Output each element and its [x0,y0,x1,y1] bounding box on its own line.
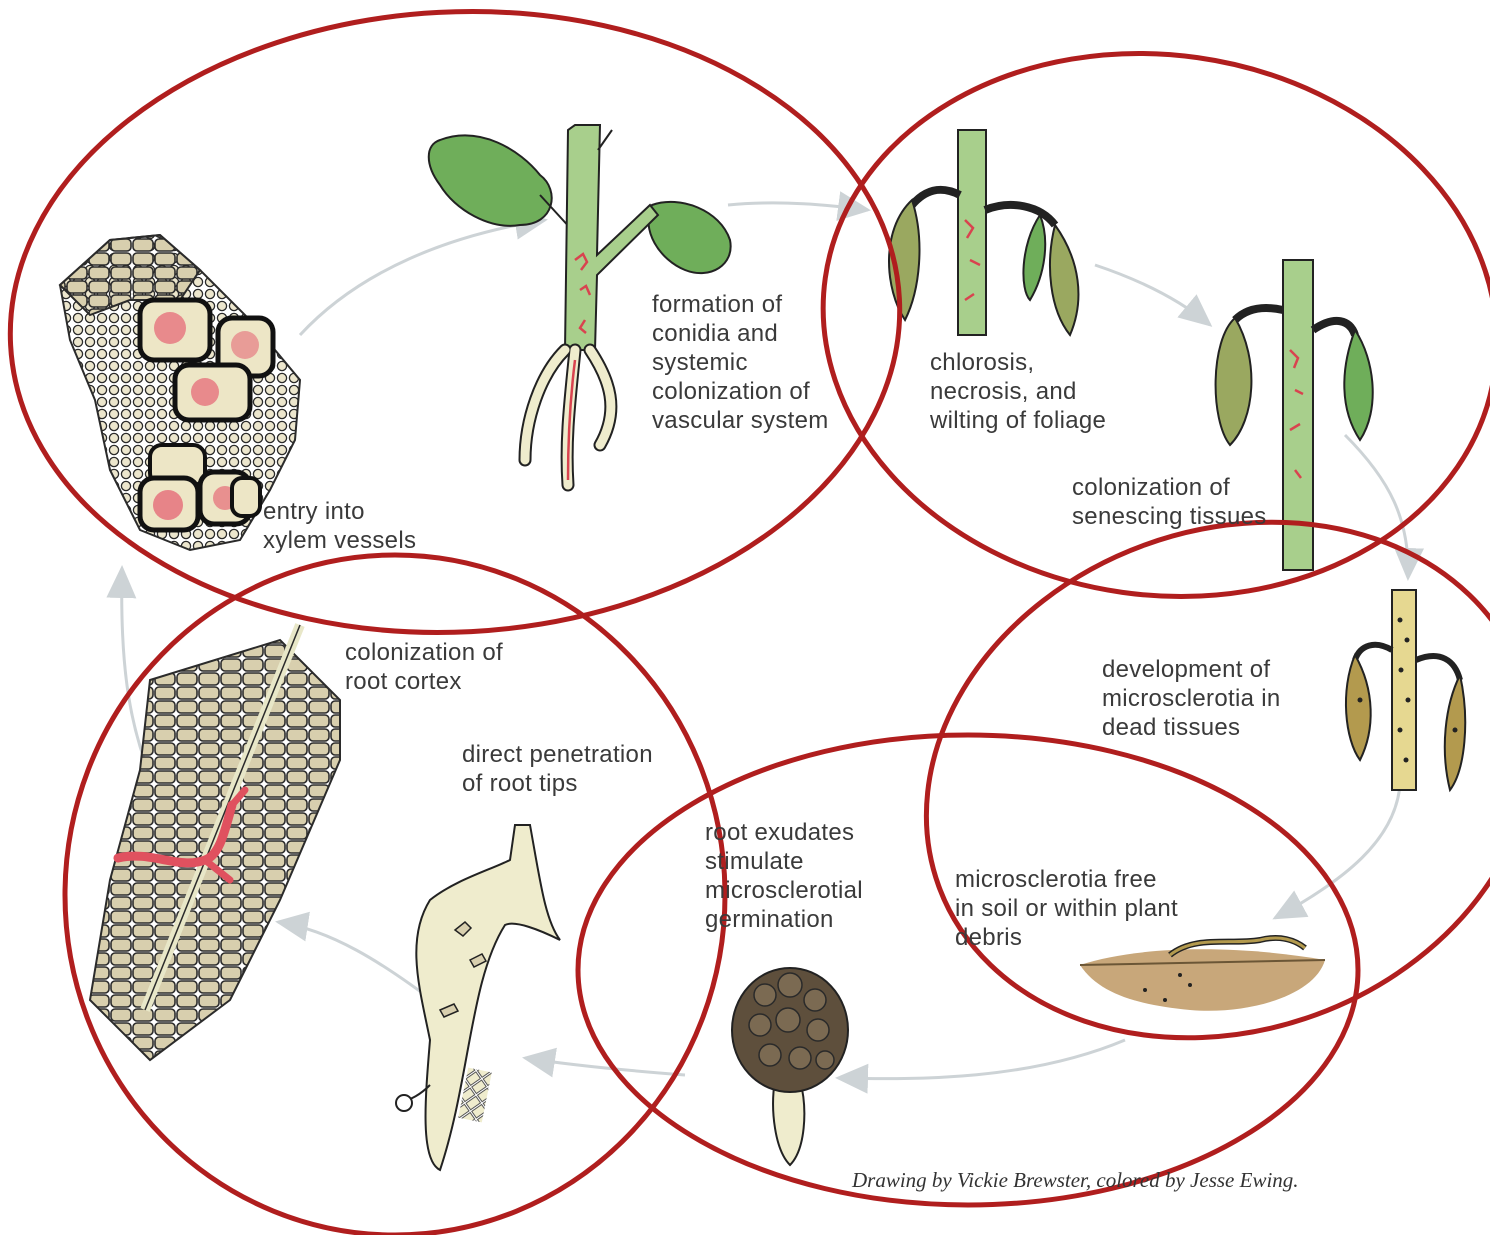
germinating-microsclerotium-illustration [732,968,848,1165]
root-tip-penetration-illustration [396,825,560,1170]
label-development-microsclerotia: development of microsclerotia in dead ti… [1102,655,1280,742]
label-root-exudates: root exudates stimulate microsclerotial … [705,818,863,934]
label-microsclerotia-free: microsclerotia free in soil or within pl… [955,865,1178,952]
label-direct-penetration: direct penetration of root tips [462,740,653,798]
illustration-credit: Drawing by Vickie Brewster, colored by J… [852,1168,1299,1193]
wilting-plant-illustration [889,130,1078,335]
label-entry-into-xylem: entry into xylem vessels [263,497,416,555]
label-colonization-root-cortex: colonization of root cortex [345,638,503,696]
label-formation-of-conidia: formation of conidia and systemic coloni… [652,290,829,435]
label-colonization-senescing: colonization of senescing tissues [1072,473,1267,531]
label-chlorosis-wilting: chlorosis, necrosis, and wilting of foli… [930,348,1106,435]
dead-tissue-microsclerotia-illustration [1346,590,1465,790]
